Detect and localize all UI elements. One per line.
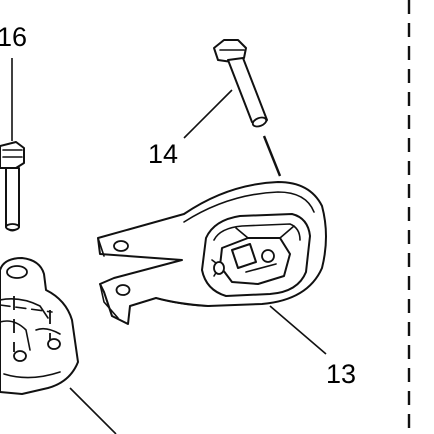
bolt-16 xyxy=(0,141,25,232)
leader-line-13 xyxy=(269,305,327,355)
callout-14: 14 xyxy=(148,139,178,169)
left-bracket xyxy=(0,257,79,395)
bolt-14 xyxy=(213,39,268,128)
callout-13: 13 xyxy=(326,359,356,389)
bolt-axis-line xyxy=(262,135,282,177)
leader-line-left-bracket xyxy=(69,387,117,434)
leader-line-14 xyxy=(183,89,233,139)
engine-mount-13 xyxy=(97,181,327,325)
callout-16: 16 xyxy=(0,22,27,52)
